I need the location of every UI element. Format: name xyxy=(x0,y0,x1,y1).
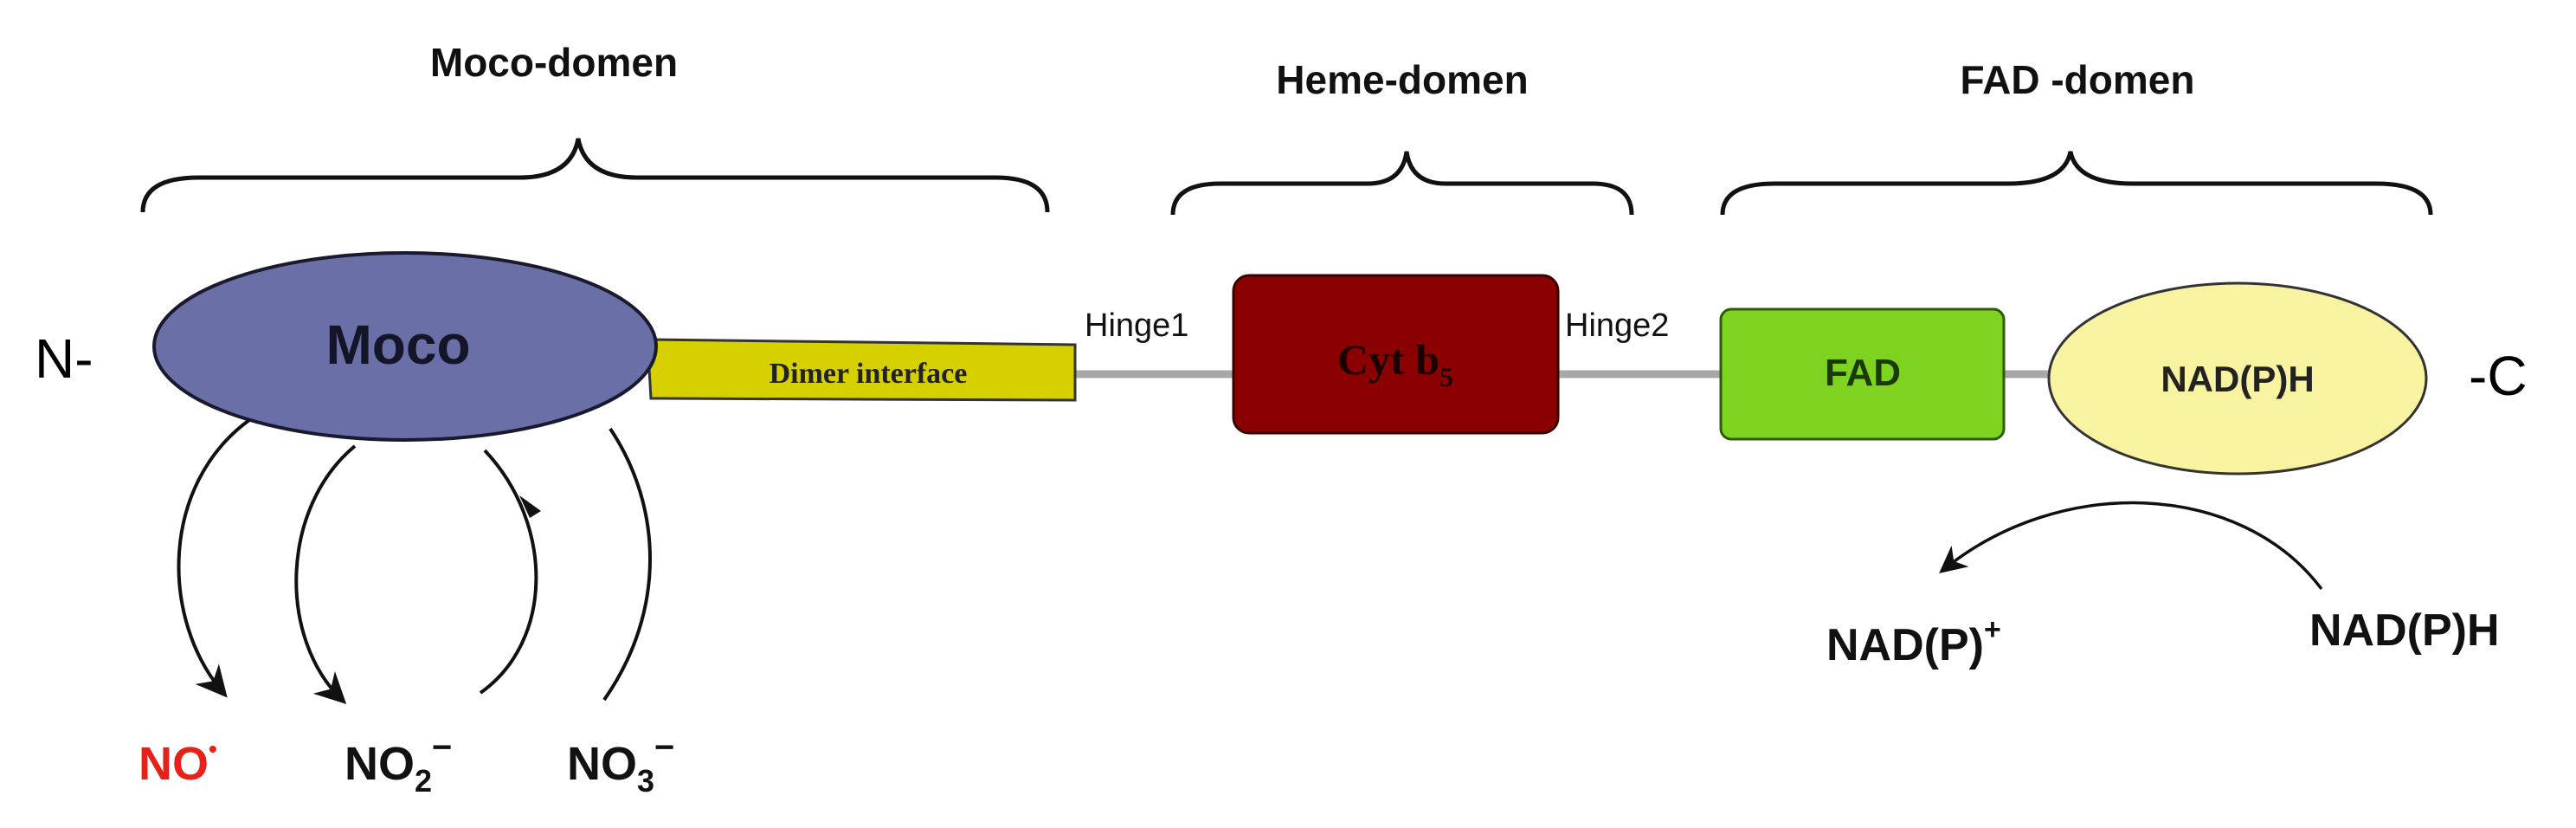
moco-domain-label: Moco-domen xyxy=(430,40,678,85)
c-terminus-label: -C xyxy=(2469,345,2528,407)
cyt-b5-box xyxy=(1232,274,1560,435)
nadp-plus-superscript: + xyxy=(1984,613,2001,646)
cyt-b5-subscript: 5 xyxy=(1439,361,1453,392)
fad-label: FAD xyxy=(1825,352,1901,394)
nitrate-subscript: 3 xyxy=(637,763,654,799)
no-main: NO xyxy=(138,738,209,790)
dimer-interface-label: Dimer interface xyxy=(770,358,968,390)
moco-ellipse xyxy=(152,251,658,442)
no-radical-label: NO• xyxy=(138,735,217,790)
heme-domain-brace xyxy=(1170,151,1634,216)
nadph-oxidation-arc xyxy=(1939,501,2323,591)
heme-domain-label: Heme-domen xyxy=(1276,57,1528,102)
cyt-b5-label: Cyt b5 xyxy=(1337,335,1453,392)
nadph-ellipse xyxy=(2047,281,2428,475)
dimer-interface-box xyxy=(646,338,1077,402)
moco-domain-brace xyxy=(140,138,1050,213)
nitrite-subscript: 2 xyxy=(415,763,432,799)
no-radical-dot: • xyxy=(209,735,217,762)
nitrite-main: NO xyxy=(345,738,415,790)
nadph-free-label: NAD(P)H xyxy=(2309,605,2500,656)
cyt-b5-main: Cyt b xyxy=(1337,335,1439,384)
moco-label: Moco xyxy=(325,314,470,376)
nitrite-superscript: − xyxy=(432,728,452,767)
nadp-plus-label: NAD(P)+ xyxy=(1826,613,2001,670)
nitrate-label: NO3− xyxy=(567,728,674,799)
hinge1-label: Hinge1 xyxy=(1085,307,1188,344)
fad-domain-brace xyxy=(1720,151,2433,216)
fad-domain-label: FAD -domen xyxy=(1961,57,2195,102)
fad-box xyxy=(1719,307,2006,441)
nitrite-label: NO2− xyxy=(345,728,452,799)
nitrate-superscript: − xyxy=(654,728,674,767)
nitrate-main: NO xyxy=(567,738,637,790)
arc-moco-to-no2 xyxy=(294,444,357,705)
nadp-plus-main: NAD(P) xyxy=(1826,620,1984,670)
arc-no2-to-no xyxy=(177,418,251,698)
arc-no2-to-moco xyxy=(479,449,538,695)
arc-no2-up-arrowhead xyxy=(519,495,541,518)
hinge2-label: Hinge2 xyxy=(1565,307,1669,344)
n-terminus-label: N- xyxy=(35,327,93,390)
arc-no3-to-moco xyxy=(602,427,652,702)
nadph-ellipse-label: NAD(P)H xyxy=(2161,359,2314,399)
